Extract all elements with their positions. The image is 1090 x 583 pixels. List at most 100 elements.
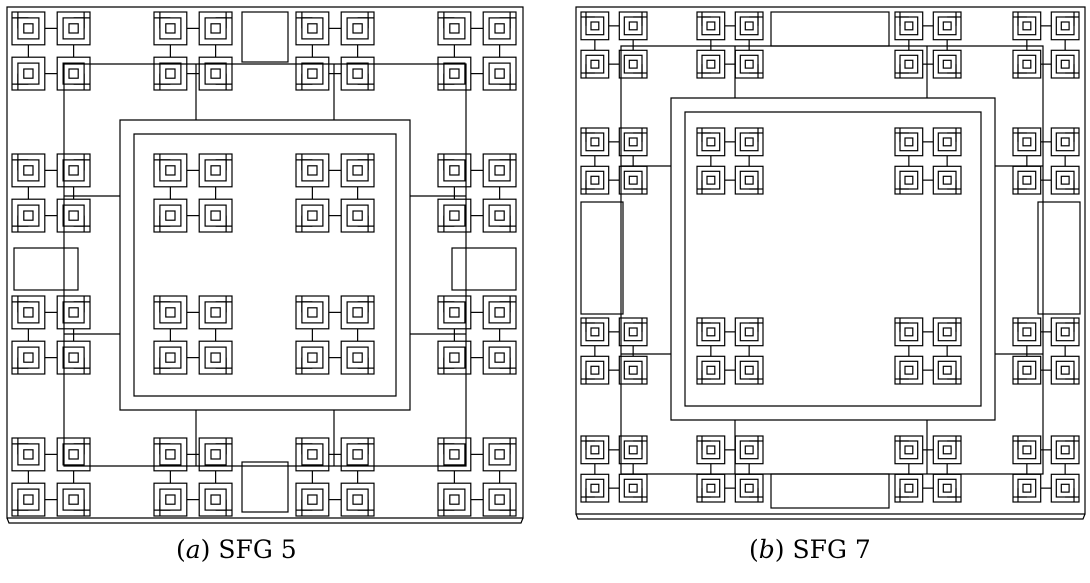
motif-inner [943,446,951,454]
fractal-panel-sfg5 [6,6,524,526]
motif-mid [740,479,758,497]
motif-outer [895,50,923,78]
motif-mid [444,444,465,465]
motif-mid [18,205,39,226]
motif-outer [341,296,374,329]
motif-outer [735,356,763,384]
motif-outer [12,154,45,187]
motif-outer [57,12,90,45]
motif-inner [308,308,317,317]
motif-outer [895,318,923,346]
motif-inner [629,176,637,184]
motif-inner [24,69,33,78]
motif-inner [629,60,637,68]
caption-sfg5: (a) SFG 5 [176,535,297,564]
motif-outer [1051,12,1079,40]
ring-frame [621,46,1043,474]
fractal-diagram-sfg7 [575,6,1086,522]
motif-outer [933,50,961,78]
motif-inner [905,60,913,68]
motif-inner [591,22,599,30]
motif-mid [938,361,956,379]
motif-inner [905,328,913,336]
motif-mid [347,63,368,84]
motif-mid [900,55,918,73]
motif-inner [591,446,599,454]
motif-mid [205,18,226,39]
motif-mid [586,361,604,379]
motif-inner [450,211,459,220]
motif-inner [308,211,317,220]
motif-outer [1051,356,1079,384]
motif-inner [24,353,33,362]
motif-inner [707,138,715,146]
motif-outer [438,12,471,45]
motif-outer [1051,128,1079,156]
motif-inner [308,450,317,459]
motif-outer [483,57,516,90]
motif-inner [629,484,637,492]
motif-inner [943,328,951,336]
motif-mid [624,323,642,341]
fractal-panel-sfg7 [575,6,1086,522]
motif-mid [302,489,323,510]
motif-outer [296,199,329,232]
motif-inner [1023,22,1031,30]
motif-mid [205,347,226,368]
motif-inner [591,484,599,492]
motif-inner [24,211,33,220]
motif-inner [591,176,599,184]
motif-mid [938,323,956,341]
motif-inner [211,166,220,175]
motif-inner [495,211,504,220]
motif-inner [69,308,78,317]
motif-mid [18,160,39,181]
motif-outer [438,483,471,516]
motif-outer [12,341,45,374]
motif-outer [619,356,647,384]
motif-mid [624,55,642,73]
motif-inner [24,450,33,459]
motif-mid [702,323,720,341]
motif-mid [1056,17,1074,35]
motif-mid [1018,133,1036,151]
motif-outer [581,128,609,156]
motif-outer [483,341,516,374]
motif-mid [160,302,181,323]
motif-inner [211,353,220,362]
motif-inner [353,24,362,33]
motif-inner [495,450,504,459]
motif-mid [900,133,918,151]
motif-outer [581,50,609,78]
motif-inner [943,176,951,184]
motif-inner [166,308,175,317]
motif-inner [905,22,913,30]
motif-outer [199,296,232,329]
motif-mid [444,63,465,84]
motif-outer [1013,436,1041,464]
motif-mid [63,18,84,39]
motif-mid [160,444,181,465]
motif-outer [619,128,647,156]
motif-mid [938,441,956,459]
motif-inner [943,366,951,374]
caption-label-b: SFG 7 [792,535,870,564]
motif-outer [296,57,329,90]
motif-inner [1061,176,1069,184]
motif-mid [63,302,84,323]
caption-letter-b: b [759,535,775,564]
motif-mid [1018,55,1036,73]
motif-outer [895,128,923,156]
motif-mid [586,441,604,459]
motif-mid [586,479,604,497]
motif-outer [735,318,763,346]
motif-outer [735,436,763,464]
top-bar [242,12,288,62]
motif-mid [160,160,181,181]
motif-inner [707,60,715,68]
motif-outer [341,57,374,90]
motif-inner [353,211,362,220]
motif-outer [581,474,609,502]
motif-outer [483,12,516,45]
motif-mid [900,171,918,189]
